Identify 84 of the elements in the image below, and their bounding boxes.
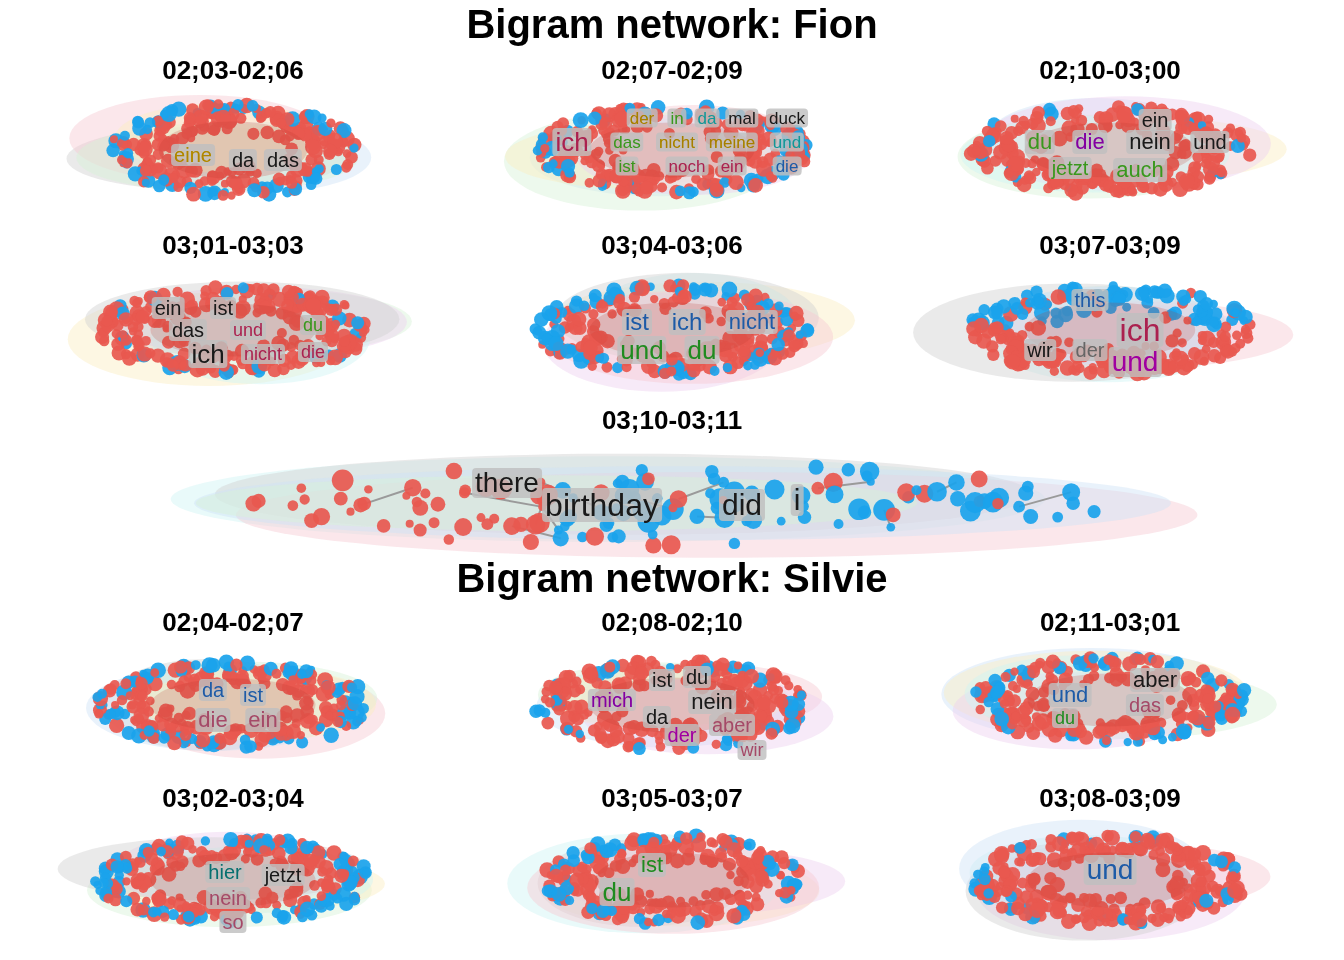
word-label: nein	[1126, 130, 1174, 154]
panel-heading: 03;04-03;06	[601, 232, 743, 258]
word-label: ich	[552, 128, 592, 156]
word-label: birthday	[542, 488, 662, 522]
panel-heading: 02;10-03;00	[1039, 57, 1181, 83]
word-label: ist	[649, 669, 675, 691]
word-label: die	[195, 708, 231, 732]
word-label: jetzt	[261, 864, 305, 886]
word-label: aber	[709, 714, 755, 736]
word-label: die	[298, 342, 328, 362]
word-label: this	[1071, 289, 1109, 311]
word-label: nein	[688, 690, 736, 714]
word-label: so	[219, 911, 247, 933]
panel-heading: 03;01-03;03	[162, 232, 304, 258]
word-label: der	[1072, 339, 1108, 361]
word-label: der	[664, 724, 700, 746]
word-label: hier	[205, 861, 245, 883]
word-label: mal	[725, 108, 759, 128]
word-label: der	[626, 108, 658, 128]
panel-heading: 03;07-03;09	[1039, 232, 1181, 258]
word-label: nicht	[241, 344, 285, 364]
word-label: du	[682, 666, 712, 688]
chart-title: Bigram network: Silvie	[456, 558, 888, 598]
word-label: nein	[206, 887, 250, 909]
word-label: ist	[210, 297, 236, 319]
word-label: wir	[1024, 339, 1056, 361]
word-label: ist	[638, 853, 666, 877]
panel-heading: 03;08-03;09	[1039, 785, 1181, 811]
word-label: das	[168, 319, 208, 341]
word-label: und	[617, 336, 667, 364]
word-label: in	[667, 108, 687, 128]
word-label: mich	[587, 689, 637, 711]
word-label: ein	[717, 156, 747, 176]
word-label: ist	[240, 684, 266, 706]
word-label: du	[1024, 130, 1056, 154]
word-label: das	[1125, 694, 1165, 716]
word-label: du	[300, 315, 326, 335]
word-label: nicht	[656, 132, 698, 152]
word-label: noch	[665, 156, 709, 176]
word-label: meine	[705, 132, 759, 152]
word-label: da	[642, 706, 672, 728]
word-label: die	[1072, 130, 1108, 154]
word-label: die	[772, 156, 802, 176]
word-label: jetzt	[1048, 157, 1092, 179]
panel-heading: 02;04-02;07	[162, 609, 304, 635]
word-label: du	[684, 336, 720, 364]
word-label: da	[198, 679, 228, 701]
word-label: und	[1048, 683, 1092, 707]
word-label: duck	[766, 108, 808, 128]
word-label: und	[1190, 131, 1230, 153]
panel-heading: 02;11-03;01	[1039, 609, 1181, 635]
panel-heading: 02;07-02;09	[601, 57, 743, 83]
panel-heading: 03;02-03;04	[162, 785, 304, 811]
word-label: i	[790, 484, 804, 516]
word-label: das	[610, 132, 644, 152]
word-label: ich	[1116, 313, 1164, 347]
word-label: there	[472, 468, 542, 498]
word-label: ich	[188, 340, 228, 368]
word-label: did	[719, 489, 765, 521]
word-label: aber	[1130, 668, 1180, 692]
word-label: ein	[1138, 109, 1172, 131]
word-label: und	[230, 320, 266, 340]
word-label: ist	[622, 309, 652, 335]
word-label: da	[228, 149, 258, 171]
word-label: und	[769, 132, 805, 152]
word-label: das	[263, 149, 303, 171]
word-label: eine	[171, 144, 215, 166]
word-label: und	[1083, 855, 1137, 885]
word-label: du	[599, 878, 635, 906]
word-label: auch	[1113, 158, 1167, 182]
panel-heading: 03;05-03;07	[601, 785, 743, 811]
word-label: ist	[615, 156, 639, 176]
panel-heading: 03;10-03;11	[601, 407, 743, 433]
word-label: wir	[737, 740, 767, 760]
chart-title: Bigram network: Fion	[466, 4, 878, 44]
word-label: da	[694, 108, 720, 128]
word-label: ich	[668, 309, 706, 335]
word-label: und	[1108, 347, 1162, 377]
panel-heading: 02;03-02;06	[162, 57, 304, 83]
word-label: du	[1052, 708, 1078, 728]
word-label: nicht	[725, 310, 779, 334]
word-label: ein	[151, 297, 185, 319]
panel-heading: 02;08-02;10	[601, 609, 743, 635]
word-label: ein	[245, 708, 281, 732]
